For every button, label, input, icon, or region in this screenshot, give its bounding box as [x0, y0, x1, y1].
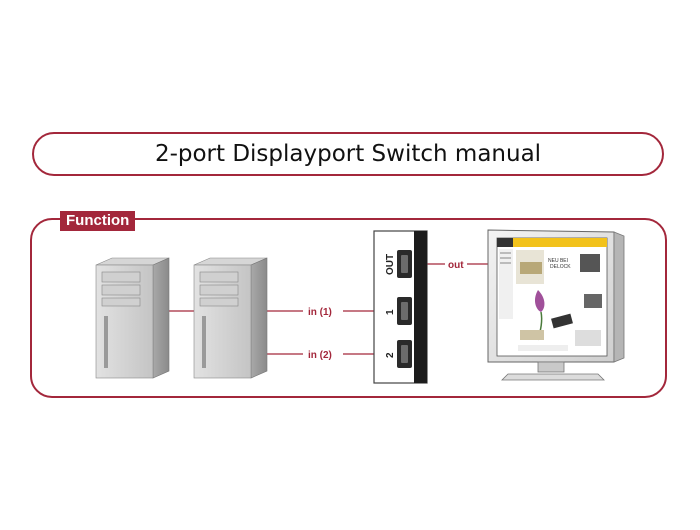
out-label: out [448, 260, 464, 271]
in1-label: in (1) [308, 307, 332, 318]
port-1-icon [397, 297, 412, 325]
displayport-switch: OUT 1 2 [373, 230, 428, 384]
out-port-icon [397, 250, 412, 278]
switch-port1-label: 1 [385, 309, 396, 315]
switch-out-label: OUT [385, 254, 396, 275]
in2-label: in (2) [308, 350, 332, 361]
function-section-label: Function [60, 211, 136, 231]
svg-text:NEU BEI: NEU BEI [548, 258, 568, 264]
monitor-icon: NEU BEI DELOCK [487, 229, 625, 381]
svg-text:DELOCK: DELOCK [550, 264, 571, 270]
title-banner: 2-port Displayport Switch manual [32, 132, 664, 176]
switch-port2-label: 2 [385, 352, 396, 358]
port-2-icon [397, 340, 412, 368]
computer-2-icon [193, 257, 268, 379]
computer-1-icon [95, 257, 170, 379]
function-section [30, 218, 667, 398]
page-title: 2-port Displayport Switch manual [154, 141, 542, 167]
